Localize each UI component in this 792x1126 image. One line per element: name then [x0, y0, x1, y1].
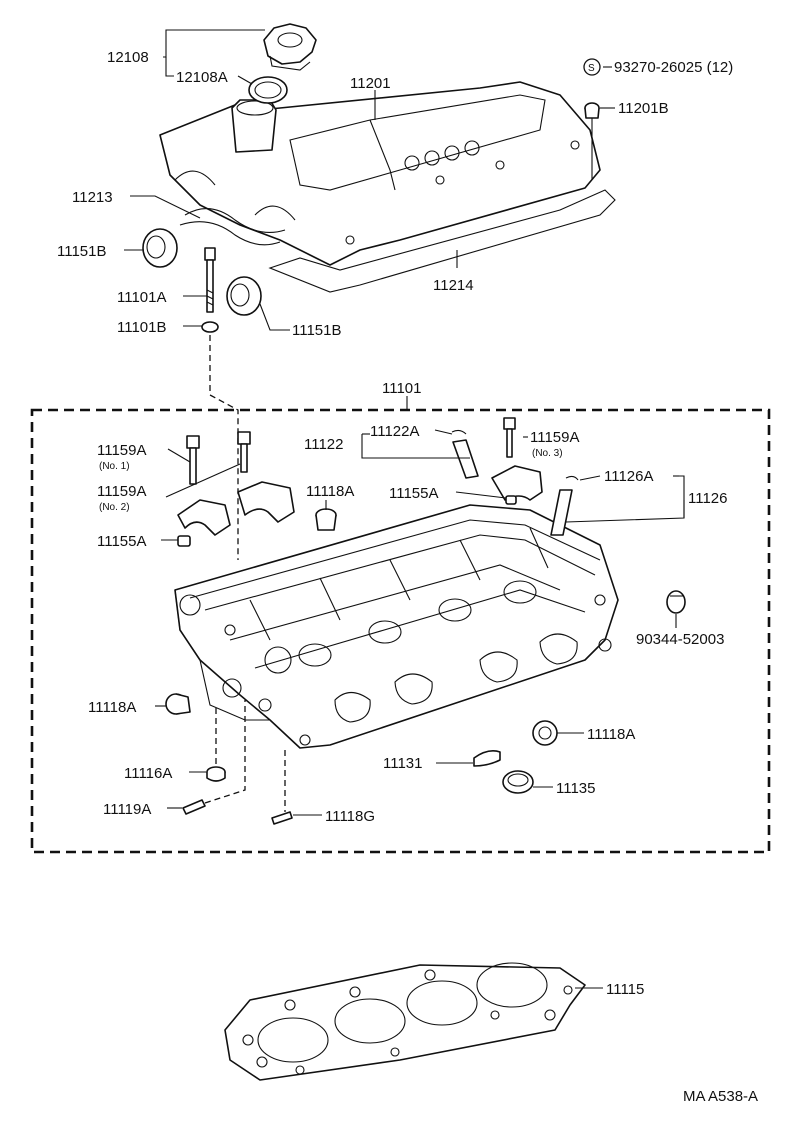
label-11101b: 11101B — [117, 319, 167, 336]
bearing-cap-far — [491, 465, 543, 505]
head-cover — [159, 81, 616, 293]
stud — [271, 811, 293, 825]
label-11116a: 11116A — [124, 765, 172, 782]
label-11159a-no3: 11159A — [530, 429, 580, 446]
label-no3: (No. 3) — [532, 448, 563, 459]
label-11118a-top: 11118A — [306, 483, 354, 500]
label-11122: 11122 — [304, 436, 344, 453]
head-bolt-washer — [201, 321, 219, 333]
label-12108a: 12108A — [176, 69, 228, 86]
plug-seal-left — [142, 228, 178, 268]
label-11135: 11135 — [556, 780, 596, 797]
label-12108: 12108 — [107, 49, 149, 66]
head-gasket — [224, 962, 586, 1081]
plug-left — [165, 693, 191, 715]
label-93270: 93270-26025 (12) — [614, 59, 733, 76]
label-90344: 90344-52003 — [636, 631, 724, 648]
label-11214: 11214 — [433, 277, 474, 294]
label-11159a-no2: 11159A — [97, 483, 147, 500]
insert — [473, 750, 501, 767]
valve-guide — [451, 429, 479, 479]
plug-hole — [666, 590, 686, 614]
label-11126a: 11126A — [604, 468, 654, 485]
diagram-code: MA A538-A — [683, 1088, 758, 1105]
plug-top — [315, 508, 337, 531]
bearing-cap-left — [177, 499, 231, 536]
leader-lines — [124, 29, 685, 989]
label-11118g: 11118G — [325, 808, 375, 825]
label-11159a-no1: 11159A — [97, 442, 147, 459]
exhaust-ports — [334, 633, 578, 723]
bearing-cap-right — [237, 481, 295, 523]
port-row — [298, 580, 537, 667]
label-11155a-right: 11155A — [389, 485, 439, 502]
label-11201b: 11201B — [618, 100, 669, 117]
cylinder-head — [174, 504, 619, 749]
label-11151b-left: 11151B — [57, 243, 107, 260]
label-11131: 11131 — [383, 755, 423, 772]
bearing-cap-bolt-no3 — [503, 417, 516, 458]
label-11151b-right: 11151B — [292, 322, 342, 339]
label-11213: 11213 — [72, 189, 113, 206]
oil-filler-cap — [263, 23, 317, 71]
cylinder-head-frame — [30, 408, 771, 854]
svg-text:S: S — [588, 63, 595, 74]
label-no1: (No. 1) — [99, 461, 130, 472]
bearing-cap-bolt-no1 — [186, 435, 200, 485]
label-11119a: 11119A — [103, 801, 151, 818]
intake-guide — [550, 475, 579, 536]
oil-filler-gasket — [248, 76, 288, 104]
ring-pin — [206, 766, 226, 782]
dowel-pin-left — [177, 535, 191, 547]
label-11118a-right: 11118A — [587, 726, 635, 743]
label-no2: (No. 2) — [99, 502, 130, 513]
bearing-cap-bolt-no2 — [237, 431, 251, 473]
label-11118a-left: 11118A — [88, 699, 136, 716]
label-11201: 11201 — [350, 75, 391, 92]
label-11122a: 11122A — [370, 423, 420, 440]
seal-ring — [502, 770, 534, 794]
plug-right — [532, 720, 558, 746]
bolt-symbol: S — [583, 58, 601, 76]
label-11126: 11126 — [688, 490, 728, 507]
straight-pin — [182, 799, 206, 815]
head-bolt — [204, 247, 216, 313]
label-11115: 11115 — [606, 981, 644, 998]
cover-grommet — [584, 102, 600, 180]
label-11101a: 11101A — [117, 289, 167, 306]
plug-seal-right — [226, 276, 262, 316]
label-11101: 11101 — [382, 380, 422, 397]
label-11155a-left: 11155A — [97, 533, 147, 550]
